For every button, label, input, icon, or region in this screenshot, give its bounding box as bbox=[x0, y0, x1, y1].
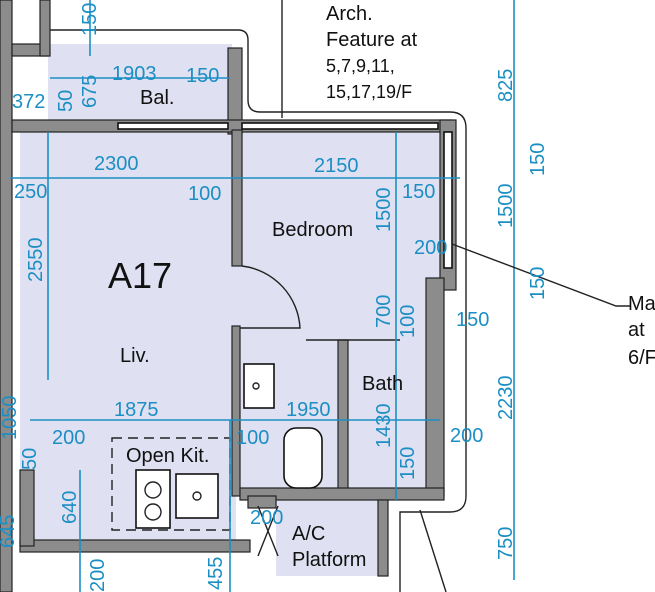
arch-note: 5,7,9,11, bbox=[326, 56, 395, 76]
dim-label: 200 bbox=[414, 237, 447, 259]
dim-label: 645 bbox=[0, 515, 19, 548]
window bbox=[241, 122, 439, 130]
kitchen-label: Open Kit. bbox=[126, 445, 209, 467]
dim-label: 1875 bbox=[114, 399, 159, 421]
burner bbox=[144, 503, 162, 521]
outer-outline bbox=[48, 29, 467, 592]
door-swing bbox=[240, 265, 301, 329]
wall bbox=[19, 469, 35, 547]
bottom-wall bbox=[19, 539, 251, 553]
partition bbox=[337, 339, 349, 497]
dim-label: 150 bbox=[79, 3, 101, 36]
bath-fill bbox=[346, 350, 426, 496]
dim-label: 150 bbox=[527, 267, 549, 300]
dim-label: 2230 bbox=[495, 376, 517, 421]
dim-label: 200 bbox=[450, 425, 483, 447]
dim-label: 2150 bbox=[314, 155, 359, 177]
dim-label: 1500 bbox=[495, 184, 517, 229]
arch-note: Feature at bbox=[326, 29, 418, 51]
right-note: Ma bbox=[628, 293, 655, 315]
dim-label: 1500 bbox=[373, 188, 395, 233]
bedroom-label: Bedroom bbox=[272, 219, 353, 241]
window bbox=[117, 122, 229, 130]
burner bbox=[144, 481, 162, 499]
dim-label: 50 bbox=[19, 448, 41, 470]
toilet bbox=[283, 427, 323, 489]
arch-note: 15,17,19/F bbox=[326, 82, 412, 102]
balcony-fill bbox=[48, 44, 232, 124]
cooktop bbox=[135, 469, 171, 529]
right-note: at bbox=[628, 319, 645, 341]
leader-right bbox=[451, 243, 630, 307]
wall bbox=[247, 495, 277, 509]
wall bbox=[39, 0, 51, 57]
dim-label: 100 bbox=[397, 305, 419, 338]
dim-label: 100 bbox=[236, 427, 269, 449]
dim-label: 2300 bbox=[94, 153, 139, 175]
right-wall-lower bbox=[425, 277, 445, 497]
dim-label: 2550 bbox=[25, 238, 47, 283]
balcony-label: Bal. bbox=[140, 87, 174, 109]
dim-label: 1050 bbox=[0, 396, 21, 441]
dim-label: 200 bbox=[52, 427, 85, 449]
ac-platform-label: Platform bbox=[292, 549, 366, 571]
kitchen-sink bbox=[175, 473, 219, 519]
partition bbox=[231, 129, 243, 267]
basin-drain bbox=[252, 382, 260, 390]
dim-label: 150 bbox=[397, 447, 419, 480]
ac-platform-label: A/C bbox=[292, 523, 325, 545]
unit-label: A17 bbox=[108, 255, 172, 296]
arch-note: Arch. bbox=[326, 3, 373, 25]
dim-label: 1950 bbox=[286, 399, 331, 421]
drain bbox=[192, 491, 202, 501]
dim-label: 100 bbox=[188, 183, 221, 205]
dim-label: 640 bbox=[59, 491, 81, 524]
dim-label: 675 bbox=[79, 75, 101, 108]
ac-cross bbox=[257, 505, 279, 557]
dim-label: 150 bbox=[186, 65, 219, 87]
dim-label: 50 bbox=[55, 90, 77, 112]
living-label: Liv. bbox=[120, 345, 150, 367]
dim-label: 1903 bbox=[112, 63, 157, 85]
partition bbox=[231, 325, 241, 497]
leader-bottom bbox=[419, 509, 447, 592]
dim-label: 150 bbox=[527, 143, 549, 176]
dim-label: 455 bbox=[205, 557, 227, 590]
bottom-wall bbox=[239, 487, 445, 501]
dim-label: 150 bbox=[456, 309, 489, 331]
dim-label: 200 bbox=[87, 559, 109, 592]
dim-label: 1430 bbox=[373, 404, 395, 449]
dim-label: 750 bbox=[495, 527, 517, 560]
bath-label: Bath bbox=[362, 373, 403, 395]
dim-label: 372 bbox=[12, 91, 45, 113]
dim-label: 200 bbox=[250, 507, 283, 529]
dim-label: 250 bbox=[14, 181, 47, 203]
right-note: 6/F bbox=[628, 347, 655, 369]
ac-platform-fill bbox=[276, 496, 380, 576]
window bbox=[443, 131, 453, 269]
left-wall bbox=[0, 0, 13, 592]
dim-label: 700 bbox=[373, 295, 395, 328]
dim-label: 825 bbox=[495, 69, 517, 102]
wall bbox=[377, 499, 389, 577]
dim-label: 150 bbox=[402, 181, 435, 203]
